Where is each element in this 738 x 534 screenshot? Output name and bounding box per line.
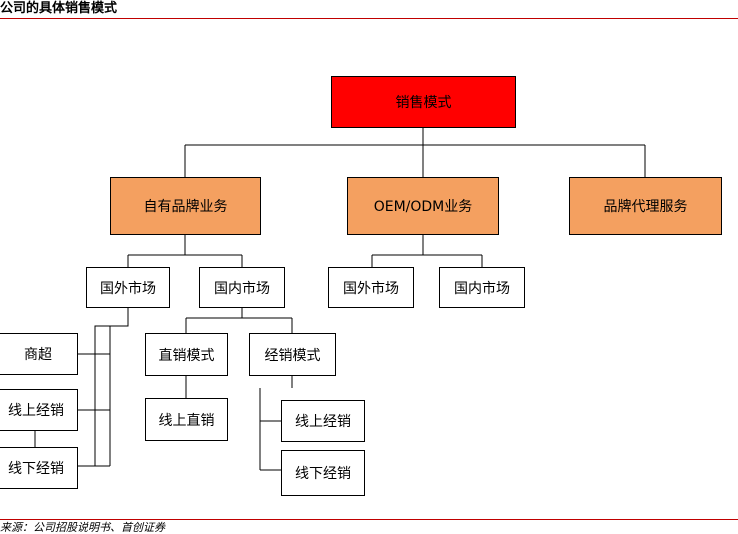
node-brand-agency-service: 品牌代理服务: [569, 177, 722, 235]
node-own-foreign-market: 国外市场: [86, 267, 170, 308]
node-own-domestic-market: 国内市场: [199, 267, 285, 308]
connector-domestic-market: [185, 308, 293, 333]
connector-foreign-market: [34, 308, 129, 467]
node-supermarket: 商超: [0, 333, 78, 375]
node-online-direct-sales: 线上直销: [145, 398, 228, 441]
node-direct-sales-mode: 直销模式: [145, 333, 228, 376]
connector-oem: [371, 235, 483, 267]
connector-distribution-mode: [259, 376, 293, 471]
node-foreign-online-distribution: 线上经销: [0, 389, 78, 431]
node-sales-model: 销售模式: [331, 76, 516, 128]
connector-own-brand: [127, 235, 243, 267]
page-title: 公司的具体销售模式: [0, 1, 118, 16]
connector-root: [184, 127, 646, 177]
node-oem-foreign-market: 国外市场: [328, 267, 414, 308]
node-oem-domestic-market: 国内市场: [439, 267, 525, 308]
header-rule: [0, 18, 738, 19]
node-domestic-offline-distribution: 线下经销: [281, 450, 365, 496]
node-own-brand-business: 自有品牌业务: [110, 177, 261, 235]
node-oem-odm-business: OEM/ODM业务: [347, 177, 499, 235]
node-domestic-online-distribution: 线上经销: [281, 400, 365, 442]
node-distribution-mode: 经销模式: [249, 333, 336, 376]
node-foreign-offline-distribution: 线下经销: [0, 447, 78, 489]
footer-rule: [0, 519, 738, 520]
source-note: 来源：公司招股说明书、首创证券: [0, 521, 165, 534]
